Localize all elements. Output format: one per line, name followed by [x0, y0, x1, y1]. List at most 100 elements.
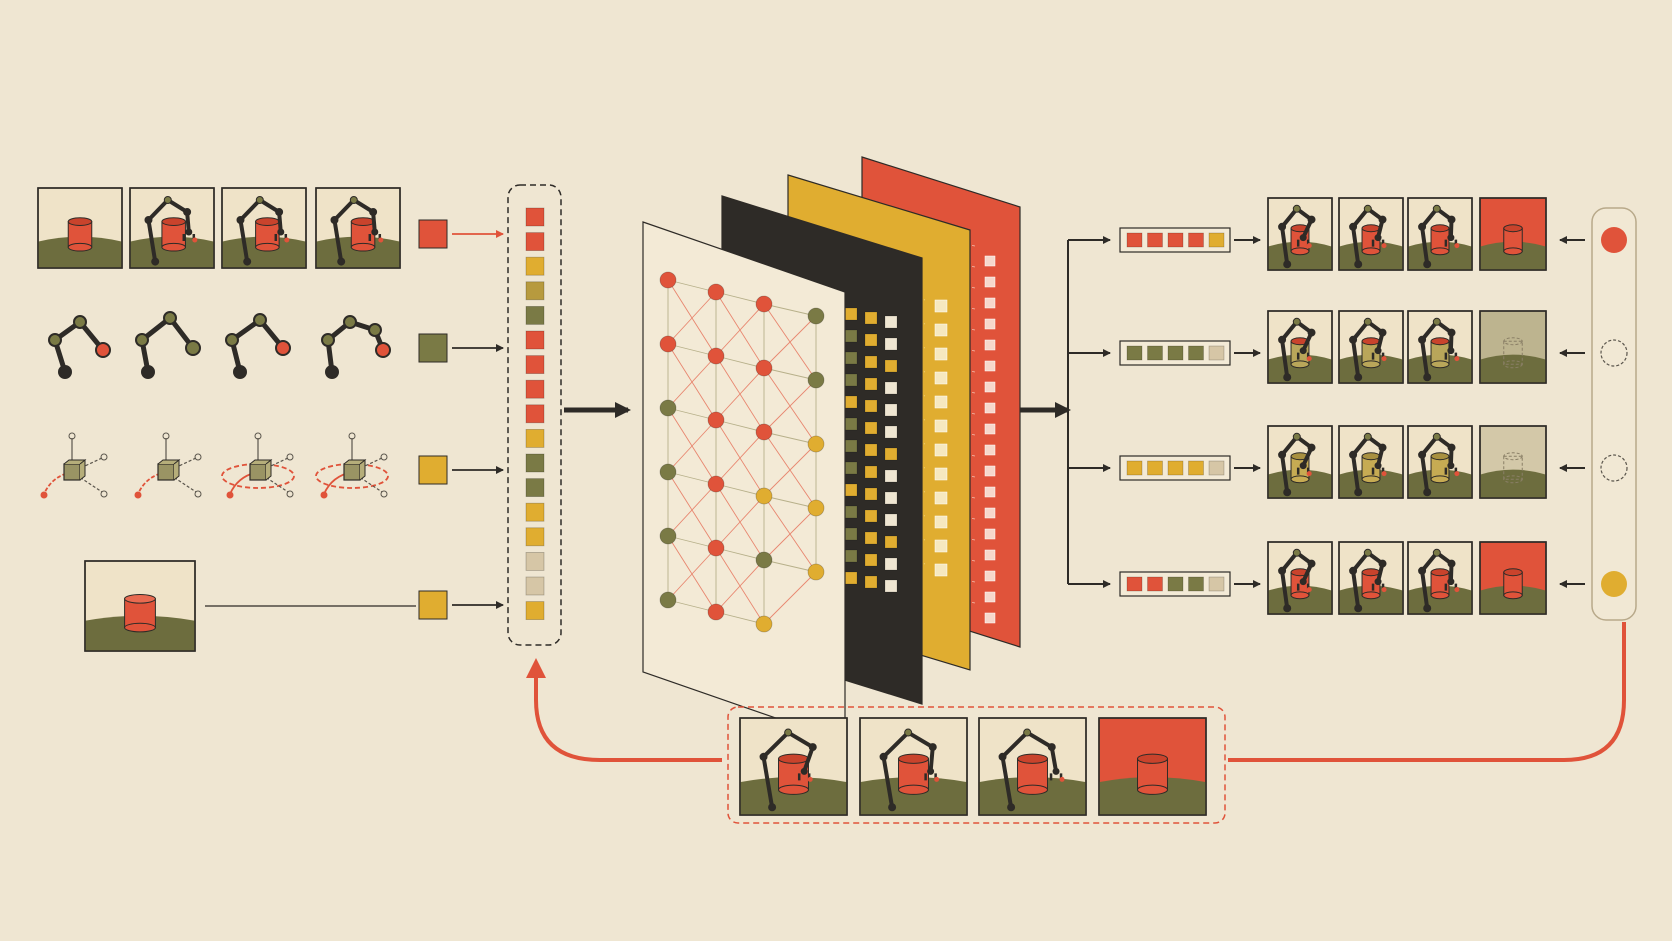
sequence-token: [526, 208, 544, 226]
output-token: [1127, 577, 1142, 591]
arm-pose-2: [136, 312, 200, 378]
network-node: [660, 336, 676, 352]
arm-pose-1: [49, 316, 110, 378]
input-row-video-frames: [38, 188, 400, 268]
network-node: [708, 412, 724, 428]
output-token: [1148, 577, 1163, 591]
video-frame-1: [38, 188, 122, 268]
feedback-frame-3: [979, 718, 1086, 815]
output-token: [1189, 346, 1204, 360]
network-node: [756, 424, 772, 440]
network-node: [808, 436, 824, 452]
goal-image-frame: [85, 561, 195, 651]
video-frame-4: [316, 188, 400, 268]
output-frame: [1339, 542, 1403, 614]
sequence-token: [526, 454, 544, 472]
output-frame: [1339, 311, 1403, 383]
output-token: [1127, 461, 1142, 475]
network-node: [808, 500, 824, 516]
selector-dot-mustard: [1601, 571, 1627, 597]
output-row-1: [1120, 198, 1585, 270]
feedback-frame-4: [1099, 718, 1206, 815]
output-token: [1148, 233, 1163, 247]
video-frame-2: [130, 188, 214, 268]
output-token: [1209, 346, 1224, 360]
output-token: [1209, 461, 1224, 475]
network-node: [756, 296, 772, 312]
sequence-token: [526, 479, 544, 497]
feedback-path-right: [1228, 622, 1624, 760]
token-sequence: [508, 185, 561, 645]
sequence-token: [526, 528, 544, 546]
network-node: [756, 616, 772, 632]
output-token: [1148, 346, 1163, 360]
input-tokens: [419, 220, 503, 619]
input-token-action-vectors: [419, 456, 503, 484]
transformer-layers: [643, 157, 1020, 742]
sequence-token: [526, 503, 544, 521]
output-token: [1168, 577, 1183, 591]
action-vector-3: [222, 433, 294, 499]
output-token: [1148, 461, 1163, 475]
feedback-frame-2: [860, 718, 967, 815]
network-node: [708, 284, 724, 300]
arm-pose-4: [322, 316, 390, 378]
input-token-arm-poses: [419, 334, 503, 362]
action-vector-1: [41, 433, 108, 499]
output-frame: [1408, 198, 1472, 270]
layer-1: [643, 222, 845, 742]
network-node: [708, 348, 724, 364]
output-final-frame: [1480, 311, 1546, 383]
sequence-token: [526, 429, 544, 447]
input-row-arm-poses: [49, 312, 390, 378]
output-row-2: [1120, 311, 1585, 383]
input-token-video-frames: [419, 220, 503, 248]
output-frame: [1268, 426, 1332, 498]
action-vector-2: [135, 433, 202, 499]
sequence-token: [526, 405, 544, 423]
sequence-token: [526, 233, 544, 251]
output-row-3: [1120, 426, 1585, 498]
sequence-token: [526, 257, 544, 275]
output-row-4: [1120, 542, 1585, 614]
output-token: [1168, 461, 1183, 475]
network-node: [708, 540, 724, 556]
input-token-goal-image: [419, 591, 503, 619]
sequence-token: [526, 602, 544, 620]
network-node: [660, 464, 676, 480]
output-final-frame: [1480, 426, 1546, 498]
output-token: [1189, 461, 1204, 475]
feedback-frame-1: [740, 718, 847, 815]
output-frame: [1339, 426, 1403, 498]
output-token: [1127, 346, 1142, 360]
video-frame-3: [222, 188, 306, 268]
output-frame: [1268, 198, 1332, 270]
selector-dot-red: [1601, 227, 1627, 253]
output-token: [1127, 233, 1142, 247]
output-frame: [1408, 542, 1472, 614]
sequence-token: [526, 552, 544, 570]
selector-column: [1592, 208, 1636, 620]
output-final-frame: [1480, 542, 1546, 614]
selector-frame: [1592, 208, 1636, 620]
sequence-token: [526, 306, 544, 324]
output-rows: [1120, 198, 1585, 614]
network-node: [756, 360, 772, 376]
sequence-token: [526, 577, 544, 595]
output-token: [1189, 233, 1204, 247]
action-vector-4: [316, 433, 388, 499]
sequence-token: [526, 356, 544, 374]
sequence-token: [526, 331, 544, 349]
arm-pose-3: [226, 314, 290, 378]
output-token: [1209, 577, 1224, 591]
sequence-token: [526, 282, 544, 300]
output-token: [1168, 233, 1183, 247]
branch-arrows: [1068, 240, 1110, 584]
sequence-token: [526, 380, 544, 398]
network-node: [808, 308, 824, 324]
network-node: [708, 476, 724, 492]
network-node: [756, 488, 772, 504]
output-frame: [1408, 426, 1472, 498]
network-node: [660, 272, 676, 288]
